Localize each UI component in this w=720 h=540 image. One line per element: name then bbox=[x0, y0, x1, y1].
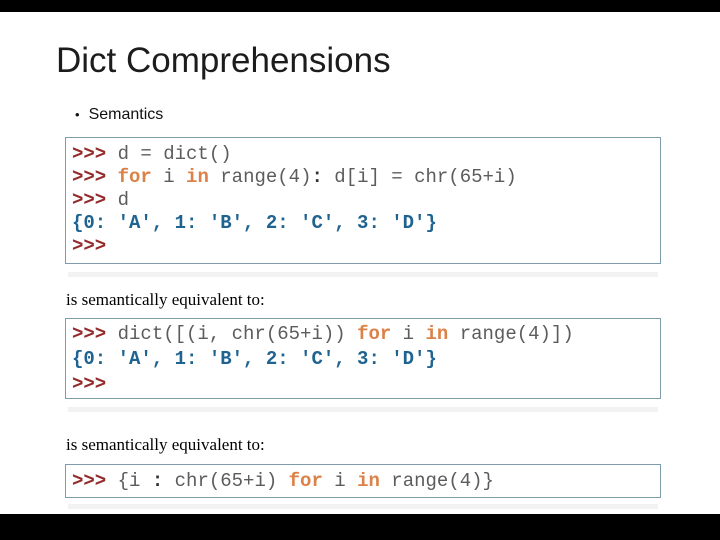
divider-band-2 bbox=[68, 407, 658, 412]
code-line: >>> {i : chr(65+i) for i in range(4)} bbox=[72, 469, 654, 493]
code-segment-keyword: in bbox=[186, 166, 209, 188]
code-box-repl-session-2: >>> dict([(i, chr(65+i)) for i in range(… bbox=[65, 318, 661, 399]
code-segment-code: dict([(i, chr(65+i)) bbox=[117, 323, 358, 345]
code-box-repl-session-3: >>> {i : chr(65+i) for i in range(4)} bbox=[65, 464, 661, 498]
code-segment-code: chr(65+i) bbox=[163, 470, 289, 492]
code-line: >>> dict([(i, chr(65+i)) for i in range(… bbox=[72, 322, 654, 347]
equivalence-text-1: is semantically equivalent to: bbox=[66, 290, 265, 309]
code-segment-code: i bbox=[391, 323, 426, 345]
code-segment-code: d[i] = chr(65+i) bbox=[322, 166, 517, 188]
code-segment-keyword: for bbox=[117, 166, 152, 188]
code-box-repl-session-1: >>> d = dict()>>> for i in range(4): d[i… bbox=[65, 137, 661, 264]
code-segment-prompt: >>> bbox=[72, 470, 118, 492]
top-letterbox-bar bbox=[0, 0, 720, 12]
code-segment-code: i bbox=[151, 166, 187, 188]
code-segment-code: range(4)} bbox=[379, 470, 494, 492]
bullet-item: • Semantics bbox=[75, 106, 163, 124]
code-line: >>> bbox=[72, 235, 654, 258]
bottom-letterbox-bar bbox=[0, 514, 720, 540]
code-line: {0: 'A', 1: 'B', 2: 'C', 3: 'D'} bbox=[72, 212, 654, 235]
code-segment-code: range(4)]) bbox=[448, 323, 574, 345]
bullet-icon: • bbox=[75, 107, 80, 122]
code-segment-output: {0: 'A', 1: 'B', 2: 'C', 3: 'D'} bbox=[72, 348, 437, 370]
divider-band-1 bbox=[68, 272, 658, 277]
slide-title: Dict Comprehensions bbox=[56, 41, 391, 80]
code-segment-prompt: >>> bbox=[72, 235, 107, 257]
code-segment-punct: : bbox=[151, 470, 164, 492]
code-segment-prompt: >>> bbox=[72, 166, 118, 188]
code-segment-output: {0: 'A', 1: 'B', 2: 'C', 3: 'D'} bbox=[72, 212, 437, 234]
code-segment-prompt: >>> bbox=[72, 323, 118, 345]
code-segment-code: d bbox=[117, 189, 130, 211]
code-segment-code: range(4) bbox=[208, 166, 312, 188]
code-segment-keyword: in bbox=[425, 323, 449, 345]
code-segment-prompt: >>> bbox=[72, 143, 118, 165]
code-segment-prompt: >>> bbox=[72, 189, 118, 211]
code-segment-prompt: >>> bbox=[72, 373, 107, 395]
code-line: >>> d bbox=[72, 189, 654, 212]
code-line: >>> bbox=[72, 372, 654, 397]
code-segment-keyword: for bbox=[357, 323, 392, 345]
code-line: {0: 'A', 1: 'B', 2: 'C', 3: 'D'} bbox=[72, 347, 654, 372]
code-line: >>> for i in range(4): d[i] = chr(65+i) bbox=[72, 166, 654, 189]
bullet-label: Semantics bbox=[88, 106, 164, 123]
code-segment-punct: : bbox=[311, 166, 323, 188]
code-segment-keyword: for bbox=[288, 470, 323, 492]
code-segment-code: {i bbox=[117, 470, 152, 492]
code-segment-keyword: in bbox=[357, 470, 380, 492]
code-segment-code: d = dict() bbox=[117, 143, 232, 165]
code-line: >>> d = dict() bbox=[72, 143, 654, 166]
code-segment-code: i bbox=[322, 470, 358, 492]
divider-band-3 bbox=[68, 504, 658, 509]
equivalence-text-2: is semantically equivalent to: bbox=[66, 435, 265, 454]
